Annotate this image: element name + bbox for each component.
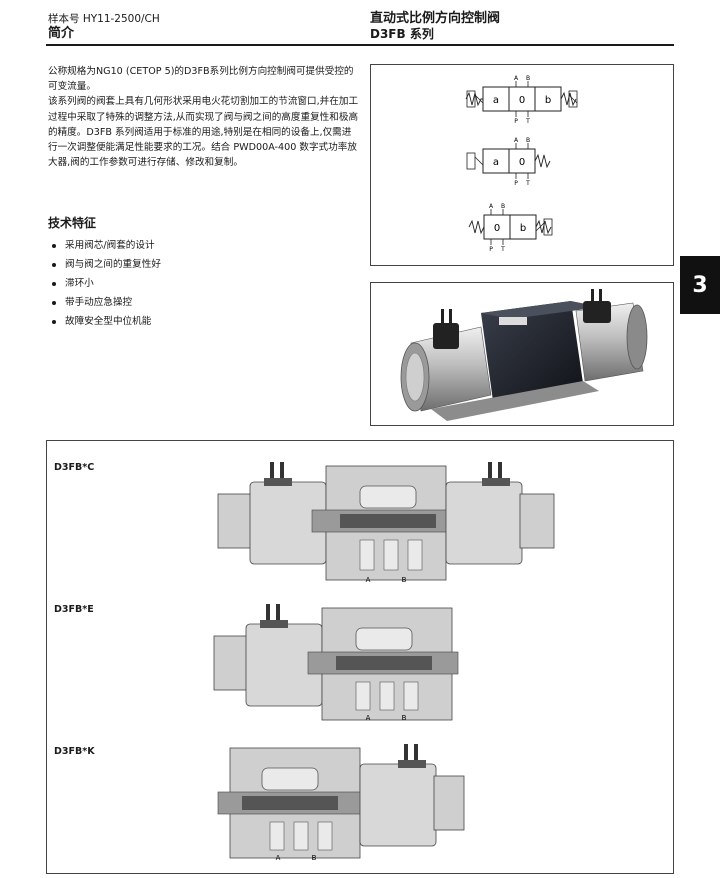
symbol-2pos-b: 0 b A B P T <box>468 203 553 253</box>
bullet-icon <box>52 262 56 267</box>
box-b-label: b <box>520 223 526 234</box>
port-p-label: P <box>514 118 518 125</box>
port-t-label: T <box>525 180 530 187</box>
header-left: 样本号 HY11-2500/CH 简介 <box>48 13 160 41</box>
symbol-3pos: a 0 b A B P T <box>465 75 578 125</box>
port-b-label: B <box>312 854 317 862</box>
port-b-label: B <box>526 75 530 82</box>
header-right: 直动式比例方向控制阀 D3FB 系列 <box>370 10 500 42</box>
left-solenoid <box>400 309 492 412</box>
product-photo-svg <box>400 289 648 421</box>
right-solenoid <box>575 289 648 382</box>
features-title: 技术特征 <box>48 216 97 230</box>
box-0-label: 0 <box>494 223 500 234</box>
feature-text: 阀与阀之间的重复性好 <box>65 259 161 270</box>
intro-paragraph: 公称规格为NG10 (CETOP 5)的D3FB系列比例方向控制阀可提供受控的可… <box>48 66 354 93</box>
bullet-icon <box>52 243 56 248</box>
feature-text: 故障安全型中位机能 <box>65 316 152 327</box>
section-title: 简介 <box>48 26 75 41</box>
port-t-label: T <box>525 118 530 125</box>
port-b-label: B <box>526 137 530 144</box>
bullet-icon <box>52 281 56 286</box>
port-b-label: B <box>402 576 407 584</box>
valve-center-block <box>481 301 601 401</box>
port-b-label: B <box>501 203 505 210</box>
bullet-icon <box>52 300 56 305</box>
feature-item: 阀与阀之间的重复性好 <box>52 255 161 274</box>
box-a-label: a <box>493 157 499 168</box>
port-a-label: A <box>276 854 281 862</box>
port-t-label: T <box>500 246 505 253</box>
section-label: D3FB*C <box>54 462 95 473</box>
cross-section-single-right: A B <box>217 744 465 862</box>
hydraulic-symbols-box: a 0 b A B P T a <box>370 64 674 266</box>
features-list: 采用阀芯/阀套的设计 阀与阀之间的重复性好 滞环小 带手动应急操控 故障安全型中… <box>52 236 161 331</box>
cross-section-single-left: A B <box>213 604 459 722</box>
section-label: D3FB*E <box>54 604 94 615</box>
feature-text: 采用阀芯/阀套的设计 <box>65 240 155 251</box>
product-photo-box <box>370 282 674 426</box>
port-p-label: P <box>514 180 518 187</box>
section-label: D3FB*K <box>54 746 95 757</box>
cross-section-double: A B <box>217 462 555 584</box>
feature-text: 滞环小 <box>65 278 94 289</box>
box-a-label: a <box>493 95 499 106</box>
product-title: 直动式比例方向控制阀 <box>370 11 501 26</box>
port-b-label: B <box>402 714 407 722</box>
intro-paragraph: 该系列阀的阀套上具有几何形状采用电火花切割加工的节流窗口,并在加工过程中采取了特… <box>48 96 359 169</box>
section-tab: 3 <box>680 256 720 314</box>
box-b-label: b <box>545 95 551 106</box>
feature-item: 采用阀芯/阀套的设计 <box>52 236 161 255</box>
box-0-label: 0 <box>519 157 525 168</box>
port-a-label: A <box>514 137 519 144</box>
symbol-2pos-a: a 0 A B P T <box>466 137 551 187</box>
feature-item: 带手动应急操控 <box>52 293 161 312</box>
feature-text: 带手动应急操控 <box>65 297 133 308</box>
feature-item: 故障安全型中位机能 <box>52 312 161 331</box>
port-a-label: A <box>514 75 519 82</box>
bullet-icon <box>52 319 56 324</box>
catalog-number: 样本号 HY11-2500/CH <box>48 13 160 25</box>
intro-text: 公称规格为NG10 (CETOP 5)的D3FB系列比例方向控制阀可提供受控的可… <box>48 64 360 170</box>
header-rule <box>46 44 674 46</box>
port-a-label: A <box>489 203 494 210</box>
port-p-label: P <box>489 246 493 253</box>
port-a-label: A <box>366 714 371 722</box>
product-series: D3FB 系列 <box>370 27 434 41</box>
feature-item: 滞环小 <box>52 274 161 293</box>
box-0-label: 0 <box>519 95 525 106</box>
hydraulic-symbols-svg: a 0 b A B P T a <box>465 75 578 253</box>
port-a-label: A <box>366 576 371 584</box>
